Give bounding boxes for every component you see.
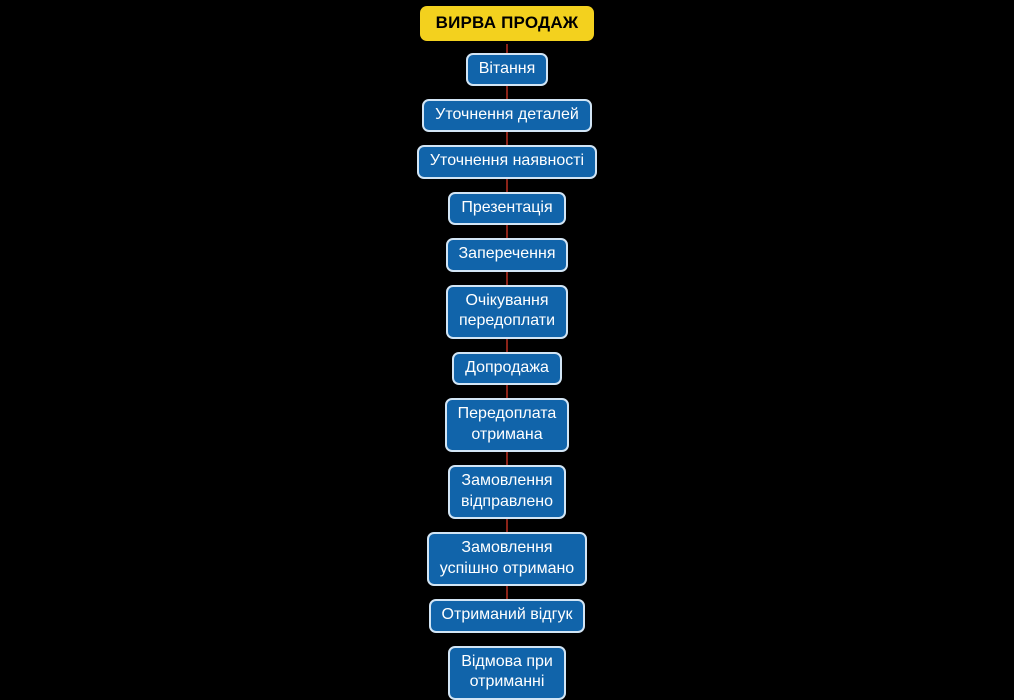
flow-node-peredoplata-otrymana[interactable]: Передоплата отримана: [444, 398, 570, 453]
diagram-title: ВИРВА ПРОДАЖ: [419, 6, 595, 41]
diagram-canvas: ВИРВА ПРОДАЖ Вітання Уточнення деталей У…: [416, 6, 598, 700]
flow-node-zamovlennya-uspishno-otrymano[interactable]: Замовлення успішно отримано: [426, 532, 588, 587]
flow-node-utochnennya-detaley[interactable]: Уточнення деталей: [422, 99, 592, 133]
flow-node-vidmova-pry-otrymanni[interactable]: Відмова при отриманні: [448, 645, 566, 700]
flow-node-doprodazha[interactable]: Допродажа: [452, 351, 562, 386]
flow-node-prezentatsiya[interactable]: Презентація: [448, 191, 566, 226]
flow-node-ochikuvannya-peredoplaty[interactable]: Очікування передоплати: [445, 284, 569, 339]
flow-node-vitannya[interactable]: Вітання: [465, 52, 549, 87]
flow-node-zamovlennya-vidpravleno[interactable]: Замовлення відправлено: [448, 465, 566, 520]
flow-node-zaperechennya[interactable]: Заперечення: [445, 238, 569, 272]
flow-node-utochnennya-nayavnosti[interactable]: Уточнення наявності: [416, 145, 598, 179]
